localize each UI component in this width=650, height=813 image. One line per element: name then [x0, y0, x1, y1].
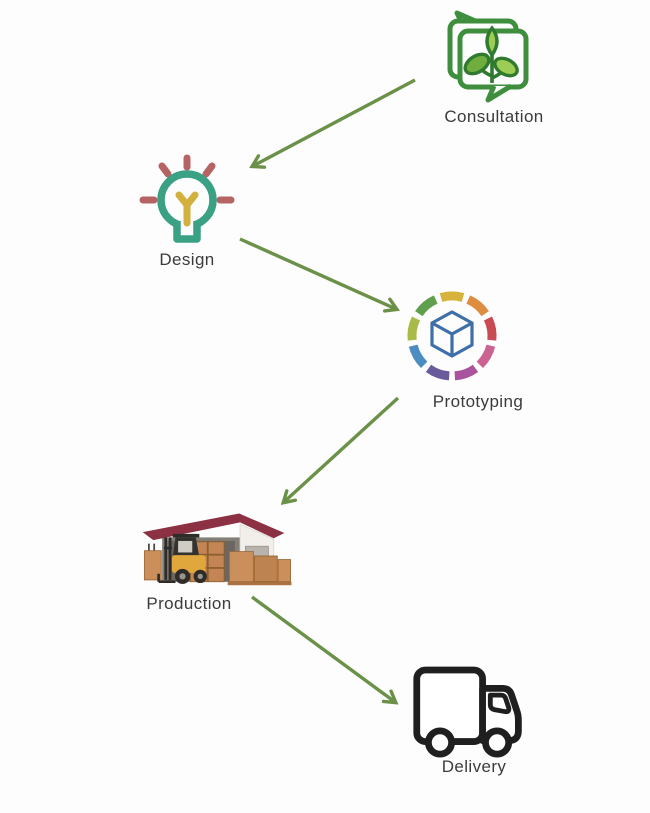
speech-bubbles-leaf-icon	[447, 10, 529, 103]
step-label-delivery: Delivery	[441, 757, 507, 776]
lightbulb-idea-icon	[139, 154, 235, 243]
step-production: Production	[140, 502, 295, 613]
step-label-design: Design	[159, 250, 215, 269]
delivery-truck-icon	[413, 666, 522, 758]
step-design: Design	[132, 153, 242, 269]
arrow-design-to-prototyping	[239, 237, 396, 309]
color-wheel-cube-icon	[407, 291, 497, 381]
step-label-consultation: Consultation	[444, 107, 544, 126]
step-label-prototyping: Prototyping	[432, 392, 524, 411]
arrow-production-to-delivery	[250, 595, 395, 702]
step-prototyping: Prototyping	[402, 286, 523, 411]
step-consultation: Consultation	[438, 10, 543, 126]
step-label-production: Production	[146, 594, 232, 613]
arrow-consultation-to-design	[253, 78, 416, 166]
step-delivery: Delivery	[410, 664, 530, 776]
warehouse-forklift-icon	[142, 513, 292, 586]
arrow-prototyping-to-production	[284, 396, 400, 502]
